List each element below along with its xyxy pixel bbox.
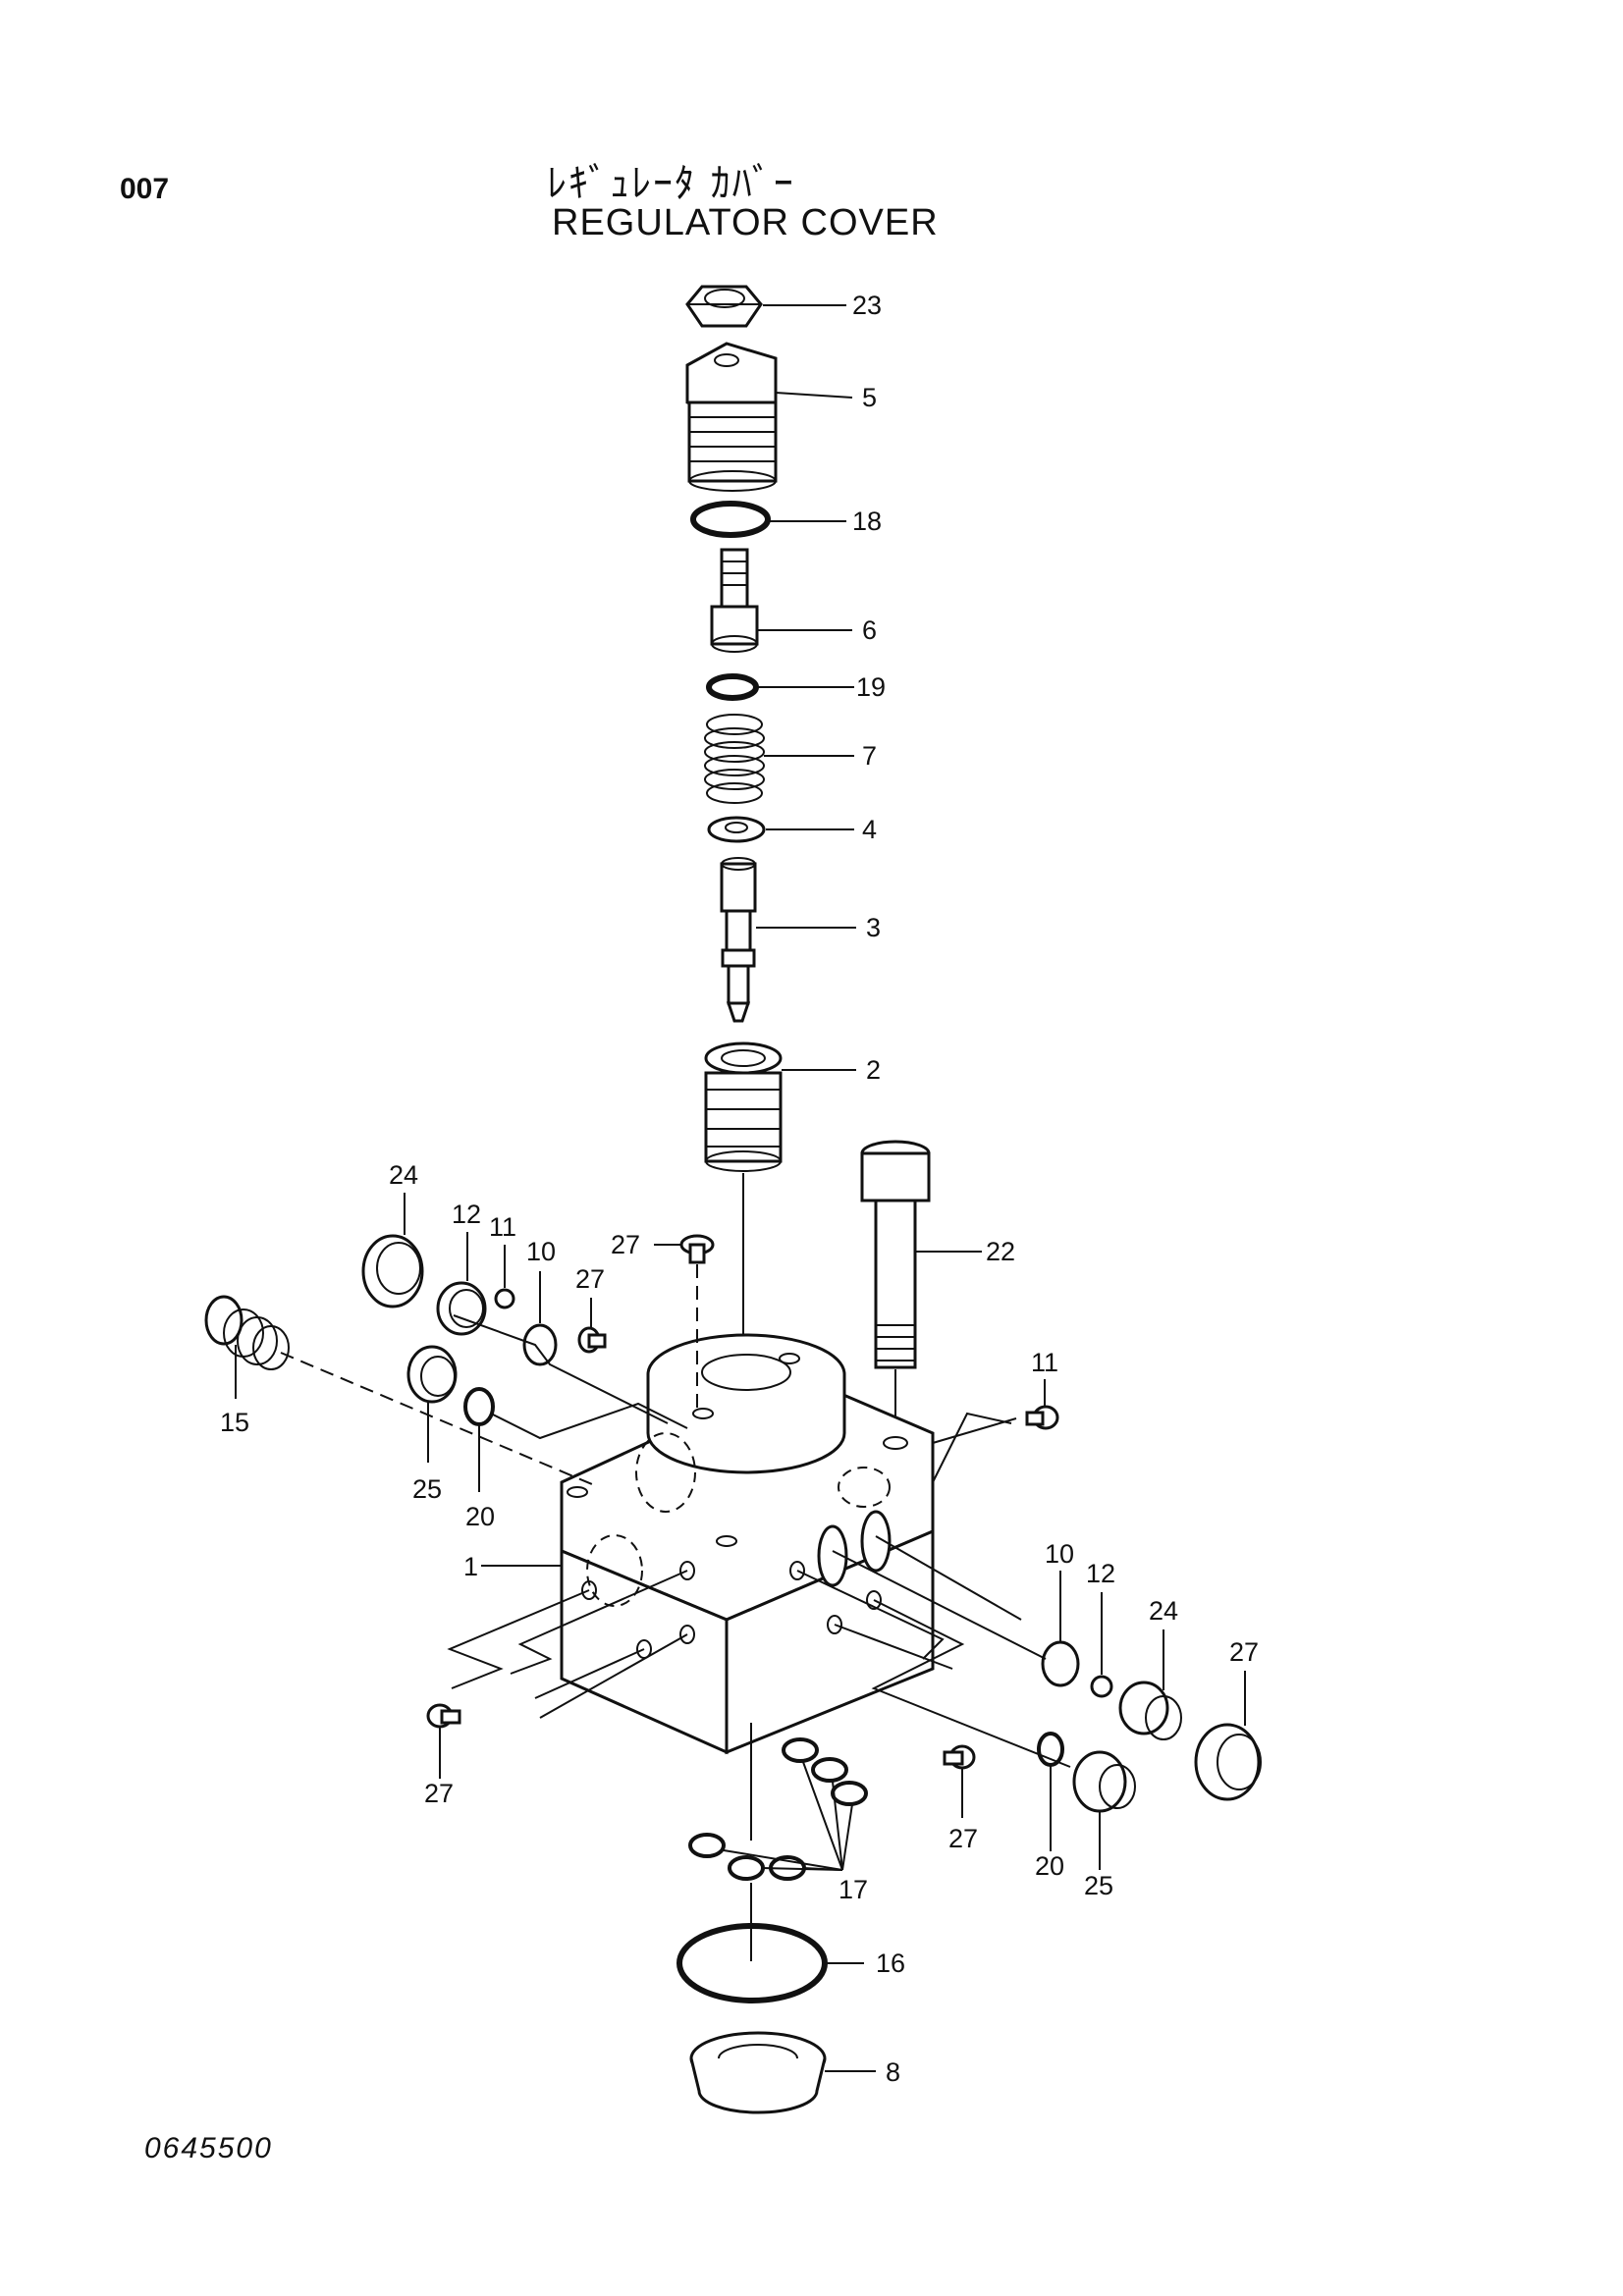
part-27-screw-d [1025, 1405, 1059, 1430]
drawing-code: 0645500 [144, 2132, 273, 2164]
page-number: 007 [120, 173, 170, 205]
callout-1: 1 [463, 1552, 478, 1581]
part-4-washer [707, 816, 766, 843]
callout-18: 18 [852, 507, 882, 536]
callout-20-left: 20 [465, 1502, 495, 1531]
part-27-screw-a [679, 1234, 715, 1264]
callout-12-right: 24 [1149, 1596, 1178, 1626]
part-7-spring [704, 714, 765, 804]
callout-11-left: 11 [489, 1212, 516, 1242]
callout-15: 15 [220, 1408, 249, 1437]
part-18-o-ring [690, 501, 771, 538]
callout-5: 5 [862, 383, 877, 412]
callout-4: 4 [862, 815, 877, 844]
part-27-screw-c [426, 1703, 461, 1729]
title-japanese: ﾚｷﾞｭﾚｰﾀ ｶﾊﾞｰ [547, 161, 795, 206]
part-20-o-ring-right [1037, 1732, 1064, 1767]
callout-10-right: 10 [1045, 1539, 1074, 1569]
callout-6: 6 [862, 615, 877, 645]
callout-27-b: 27 [575, 1264, 605, 1294]
part-5-plug [685, 342, 778, 492]
callout-27-a: 27 [611, 1230, 640, 1259]
callout-24-left: 24 [389, 1160, 418, 1190]
part-8-cover [689, 2031, 827, 2114]
callout-27-c: 27 [424, 1779, 454, 1808]
screw-15-axis [280, 1352, 600, 1488]
callout-22: 22 [986, 1237, 1015, 1266]
part-23-nut [685, 285, 763, 328]
callout-19: 19 [856, 672, 886, 702]
callout-17: 17 [839, 1875, 868, 1904]
part-10-piston-left [522, 1323, 558, 1366]
title-english: REGULATOR COVER [552, 202, 939, 243]
part-19-o-ring [706, 673, 759, 701]
part-12-plug-left [436, 1281, 487, 1336]
part-20-o-ring-left [463, 1387, 495, 1426]
part-11-ball-left [494, 1288, 515, 1309]
callout-11-right: 12 [1086, 1559, 1115, 1588]
part-22-bolt [860, 1140, 931, 1369]
callout-16: 16 [876, 1949, 905, 1978]
part-27-screw-b [577, 1326, 607, 1354]
callout-12-left: 12 [452, 1200, 481, 1229]
callout-25-right: 25 [1084, 1871, 1113, 1900]
part-17-o-rings [688, 1737, 868, 1881]
callout-23: 23 [852, 291, 882, 320]
part-11-ball-right [1090, 1675, 1113, 1698]
callout-labels: 23 5 18 6 19 7 4 3 2 22 24 12 11 10 27 2… [220, 291, 1259, 2087]
part-10-piston-right [1041, 1640, 1080, 1687]
part-25-plug-right [1072, 1750, 1136, 1813]
part-27-screw-e [943, 1744, 976, 1770]
leader-lines [235, 304, 1246, 2072]
callout-27-d: 11 [1031, 1348, 1058, 1377]
part-24-plug-right [1194, 1723, 1262, 1801]
callout-10-left: 10 [526, 1237, 556, 1266]
part-25-plug-left [406, 1345, 458, 1404]
callout-2: 2 [866, 1055, 881, 1085]
callout-27-e: 27 [948, 1824, 978, 1853]
callout-3: 3 [866, 913, 881, 942]
part-6-spring-seat [710, 548, 759, 653]
part-24-plug-left [361, 1234, 424, 1308]
part-1-regulator-body [560, 1333, 935, 1755]
callout-25-left: 25 [412, 1474, 442, 1504]
callout-7: 7 [862, 741, 877, 771]
part-2-sleeve [704, 1041, 783, 1172]
callout-8: 8 [886, 2057, 900, 2087]
callout-24-right: 27 [1229, 1637, 1259, 1667]
callout-20-right: 20 [1035, 1851, 1064, 1881]
part-12-plug-right [1118, 1681, 1182, 1740]
part-15-screw [204, 1295, 290, 1370]
part-3-spool [720, 857, 757, 1023]
